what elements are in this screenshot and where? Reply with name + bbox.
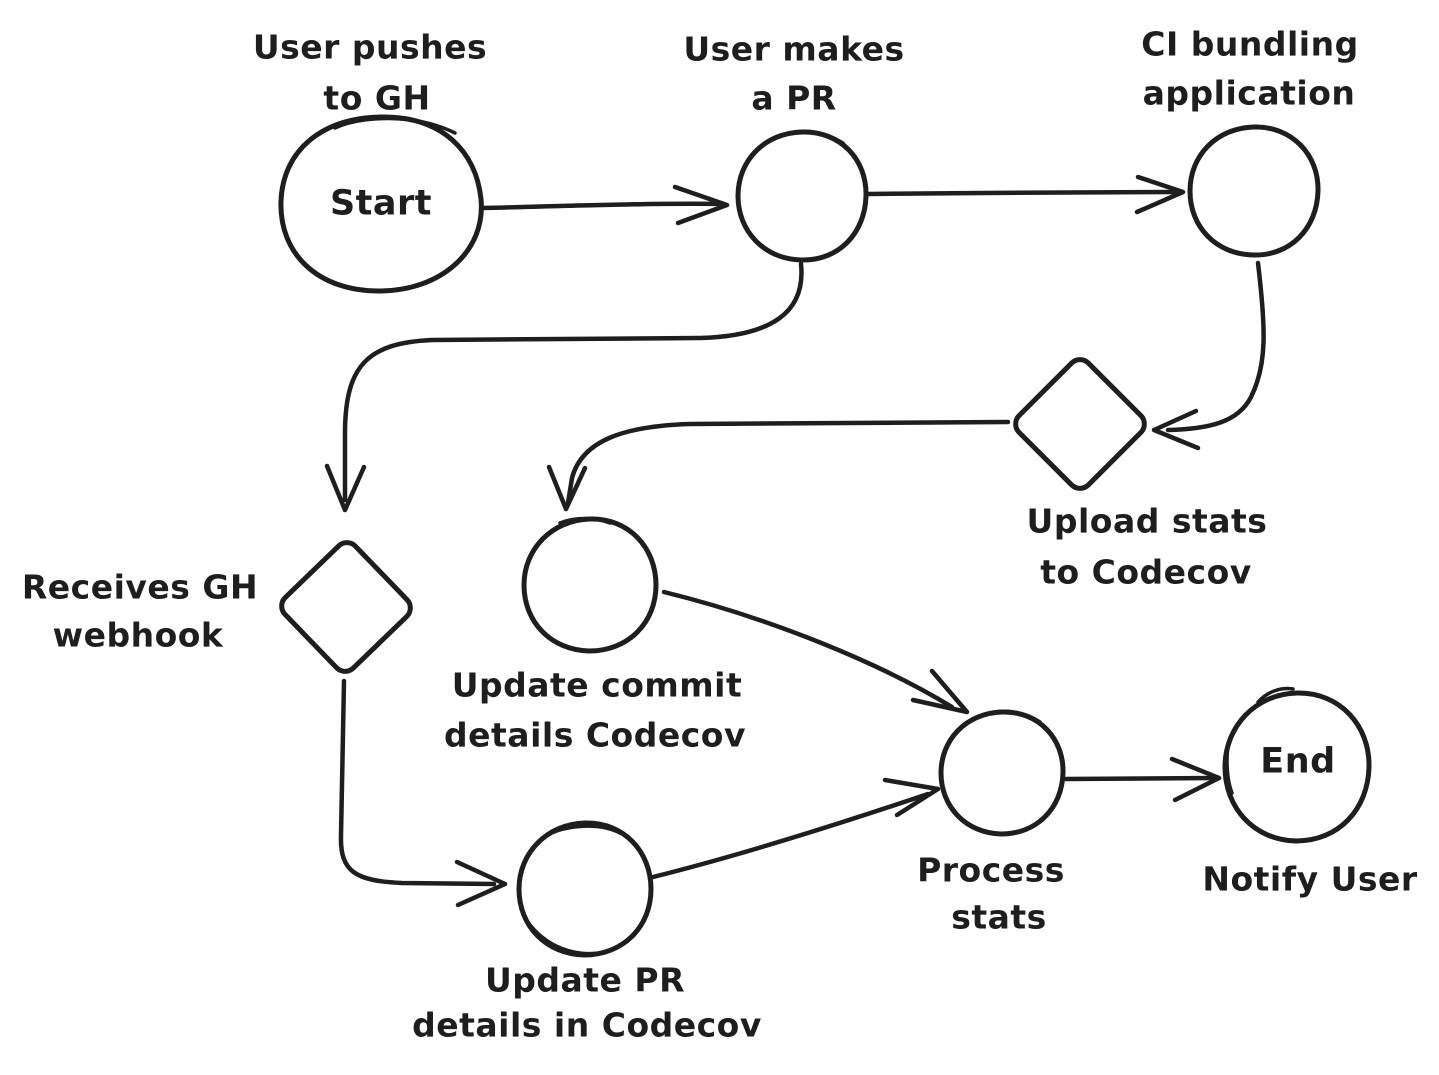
caption-pr-line2: a PR: [751, 78, 837, 118]
caption-process-line2: stats: [951, 897, 1047, 937]
caption-ci-line1: CI bundling: [1141, 24, 1359, 64]
node-commit-shape: [521, 516, 659, 654]
node-start-shape: [278, 114, 484, 294]
caption-webhook-line1: Receives GH: [21, 567, 259, 607]
caption-webhook-line2: webhook: [52, 615, 224, 655]
edge-pr-to-webhook: [324, 261, 804, 513]
caption-prdetails-line2: details in Codecov: [412, 1005, 762, 1045]
edge-prdetails-to-process: [650, 777, 941, 880]
edge-ci-to-upload: [1151, 260, 1266, 451]
edge-pr-to-ci: [865, 174, 1186, 215]
caption-process-line1: Process: [917, 850, 1065, 890]
caption-upload-line1: Upload stats: [1026, 501, 1268, 541]
node-ci-shape: [1187, 124, 1321, 258]
caption-commit-line1: Update commit: [451, 665, 743, 705]
caption-pr-line1: User makes: [683, 29, 905, 69]
edge-upload-to-commit: [546, 419, 1011, 512]
node-process-shape: [938, 709, 1066, 837]
edge-process-to-end: [1063, 756, 1222, 803]
caption-commit-line2: details Codecov: [444, 715, 746, 755]
node-upload-shape: [1013, 357, 1147, 491]
caption-start-line2: to GH: [323, 78, 431, 118]
node-webhook-shape: [279, 540, 413, 674]
edge-start-to-pr: [480, 184, 730, 226]
node-end-text: End: [1260, 741, 1336, 782]
caption-upload-line2: to Codecov: [1040, 552, 1252, 592]
node-start-text: Start: [329, 183, 433, 224]
edge-webhook-to-prdetails: [338, 678, 508, 908]
edge-commit-to-process: [661, 589, 970, 715]
caption-end-line1: Notify User: [1202, 859, 1418, 899]
caption-start-line1: User pushes: [252, 27, 488, 67]
caption-ci-line2: application: [1142, 73, 1356, 113]
node-prdetails-shape: [516, 820, 654, 958]
node-pr-shape: [735, 129, 869, 263]
node-end-shape: [1222, 686, 1372, 844]
caption-prdetails-line1: Update PR: [484, 960, 686, 1000]
